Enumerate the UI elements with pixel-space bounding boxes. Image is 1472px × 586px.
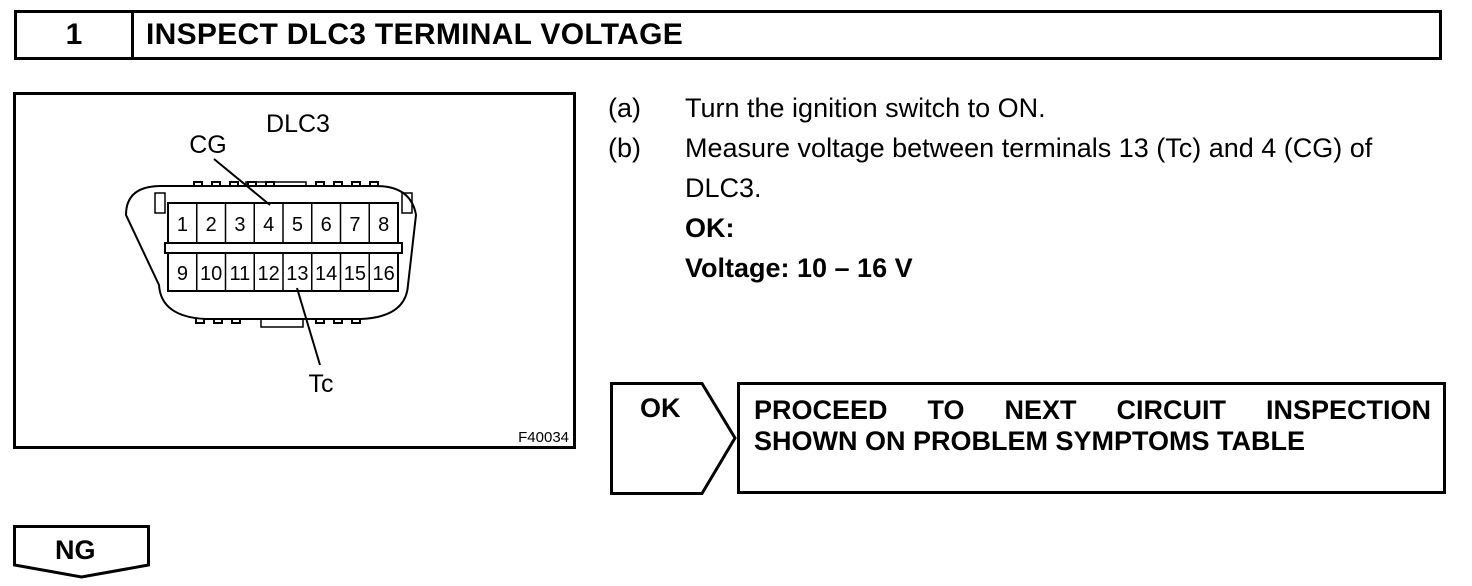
pin-5: 5 <box>292 214 303 236</box>
pin-4: 4 <box>263 214 274 236</box>
result-word: NEXT <box>1004 395 1077 425</box>
tc-label: Tc <box>309 370 334 398</box>
step-letter: (b) <box>608 133 641 163</box>
pin-3: 3 <box>234 214 245 236</box>
latch-right <box>401 192 413 214</box>
connector-key-bottom <box>260 318 304 328</box>
result-line-2: SHOWN ON PROBLEM SYMPTOMS TABLE <box>754 426 1306 456</box>
pin-16: 16 <box>373 263 395 285</box>
ok-result-tag: OK <box>640 393 681 423</box>
cg-leader-line <box>213 158 271 206</box>
pin-9: 9 <box>177 263 188 285</box>
pin-12: 12 <box>258 263 280 285</box>
connector-ribs-bottom <box>195 319 361 324</box>
pin-8: 8 <box>378 214 389 236</box>
step-header: 1 INSPECT DLC3 TERMINAL VOLTAGE <box>14 10 1442 60</box>
pin-15: 15 <box>344 263 366 285</box>
result-word: TO <box>927 395 965 425</box>
step-a: (a) Turn the ignition switch to ON. <box>608 88 1455 128</box>
ok-spec-label: OK: <box>685 213 735 243</box>
ng-arrow-shape <box>13 525 150 579</box>
ok-result-box: PROCEED TO NEXT CIRCUIT INSPECTION SHOWN ON … <box>737 382 1446 494</box>
result-word: INSPECTION <box>1265 395 1431 425</box>
ok-arrow-shape <box>610 382 737 495</box>
figure-id: F40034 <box>518 429 569 446</box>
step-letter: (a) <box>608 93 641 123</box>
pin-13: 13 <box>286 263 308 285</box>
step-title: INSPECT DLC3 TERMINAL VOLTAGE <box>146 18 684 51</box>
ok-spec-value: Voltage: 10 – 16 V <box>685 253 913 283</box>
step-number: 1 <box>17 13 134 57</box>
pin-14: 14 <box>315 263 337 285</box>
result-word: PROCEED <box>754 395 888 425</box>
pin-2: 2 <box>206 214 217 236</box>
result-word: CIRCUIT <box>1116 395 1226 425</box>
cg-label: CG <box>189 131 227 159</box>
pin-11: 11 <box>229 263 250 285</box>
result-line-1: PROCEED TO NEXT CIRCUIT INSPECTION <box>754 395 1431 426</box>
pin-10: 10 <box>200 263 222 285</box>
pin-7: 7 <box>349 214 360 236</box>
pin-6: 6 <box>321 214 332 236</box>
step-text: Measure voltage between terminals 13 (Tc… <box>685 133 1373 203</box>
pin-1: 1 <box>177 214 188 236</box>
latch-left <box>154 192 166 214</box>
step-text: Turn the ignition switch to ON. <box>685 93 1046 123</box>
connector-divider <box>164 242 403 254</box>
connector-title: DLC3 <box>266 110 330 138</box>
procedure-steps: (a) Turn the ignition switch to ON. (b) … <box>608 88 1455 288</box>
tc-leader-line <box>296 287 321 366</box>
ng-result-tag: NG <box>55 535 96 565</box>
step-b: (b) Measure voltage between terminals 13… <box>608 128 1455 208</box>
bottom-pins: 9 10 11 12 13 14 15 16 <box>177 253 395 291</box>
